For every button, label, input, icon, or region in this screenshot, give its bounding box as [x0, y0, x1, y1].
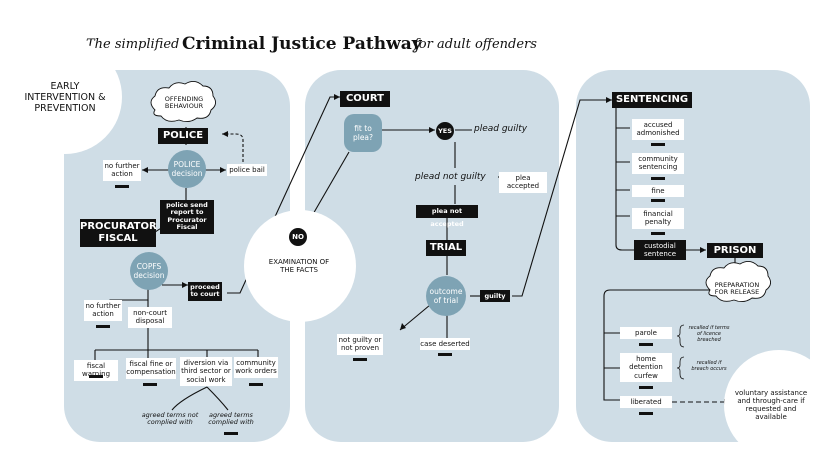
fit-to-plea-bubble: fit to plea?	[344, 114, 382, 152]
examination-label: EXAMINATION OF THE FACTS	[268, 258, 330, 275]
liberated: liberated	[620, 396, 672, 409]
plea-accepted: plea accepted	[499, 172, 547, 193]
line-sentencing-branches	[616, 127, 630, 217]
police-no-further-action: no further action	[103, 160, 141, 181]
police-send-report: police send report to Procurator Fiscal	[160, 200, 214, 234]
fiscal-option-0: fiscal warning	[74, 360, 118, 381]
police-bail: police bail	[227, 164, 267, 177]
outcome-marker	[651, 232, 665, 235]
no-badge: NO	[289, 228, 307, 246]
prison-header: PRISON	[707, 243, 763, 258]
outcome-marker	[639, 343, 653, 346]
line-sentencing-trunk	[615, 108, 634, 251]
line-options	[94, 326, 259, 360]
page-title: Criminal Justice Pathway	[182, 34, 422, 54]
outcome-marker	[115, 185, 129, 188]
title-post: for adult offenders	[414, 37, 537, 52]
fiscal-no-further-action: no further action	[84, 300, 122, 321]
outcome-marker	[639, 412, 653, 415]
fiscal-option-1: fiscal fine or compensation	[126, 358, 176, 379]
terms-complied: agreed terms complied with	[208, 411, 254, 427]
guilty-badge: guilty	[480, 290, 510, 302]
line-not-complied	[171, 386, 208, 411]
outcome-marker	[438, 353, 452, 356]
preparation-cloud	[705, 261, 771, 303]
line-ng	[399, 304, 431, 331]
outcome-marker	[89, 375, 103, 378]
sentence-option-2: fine	[632, 185, 684, 198]
preparation-for-release: PREPARATION FOR RELEASE	[714, 281, 760, 297]
brace-home	[676, 356, 685, 380]
parole-note: recalled if terms of licence breached	[688, 325, 730, 343]
case-deserted: case deserted	[420, 338, 470, 351]
outcome-marker	[639, 386, 653, 389]
line-prep-trunk	[603, 289, 712, 401]
home-detention-curfew: home detention curfew	[620, 353, 672, 383]
sentence-option-3: financial penalty	[632, 208, 684, 229]
outcome-marker	[143, 383, 157, 386]
outcome-marker	[651, 199, 665, 202]
brace-parole	[676, 324, 685, 348]
fiscal-option-3: community work orders	[234, 357, 278, 378]
police-header: POLICE	[158, 128, 208, 144]
title-pre: The simplified	[86, 37, 180, 52]
line-to-sentencing	[512, 99, 612, 297]
outcome-marker	[353, 358, 367, 361]
yes-badge: YES	[436, 122, 454, 140]
sentence-option-0: accused admonished	[632, 119, 684, 140]
offending-cloud	[150, 81, 216, 123]
custodial-sentence: custodial sentence	[634, 240, 686, 261]
plead-guilty: plead guilty	[474, 124, 528, 134]
line-complied	[206, 386, 229, 411]
outcome-marker	[249, 383, 263, 386]
outcome-marker	[96, 325, 110, 328]
non-court-disposal: non-court disposal	[128, 307, 172, 328]
proceed-to-court: proceed to court	[188, 282, 222, 301]
voluntary-assistance-circle: voluntary assistance and through-care if…	[724, 350, 820, 460]
copfs-decision-bubble: COPFS decision	[130, 252, 168, 290]
fiscal-option-2: diversion via third sector or social wor…	[180, 357, 232, 387]
terms-not-complied: agreed terms not complied with	[141, 411, 199, 427]
police-decision-bubble: POLICE decision	[168, 150, 206, 188]
sentence-option-1: community sentencing	[632, 153, 684, 174]
early-intervention-circle: EARLY INTERVENTION & PREVENTION	[8, 40, 122, 154]
line-prep-branches	[604, 332, 620, 369]
outcome-marker	[651, 177, 665, 180]
line-bail-return	[222, 133, 244, 162]
outcome-of-trial-bubble: outcome of trial	[426, 276, 466, 316]
plead-not-guilty: plead not guilty	[415, 172, 486, 182]
sentencing-header: SENTENCING	[612, 92, 692, 108]
court-header: COURT	[340, 91, 390, 107]
outcome-marker	[224, 432, 238, 435]
parole: parole	[620, 327, 672, 340]
trial-header: TRIAL	[426, 240, 466, 256]
home-note: recalled if breach occurs	[691, 360, 727, 372]
not-guilty-or-not-proven: not guilty or not proven	[337, 334, 383, 355]
outcome-marker	[651, 143, 665, 146]
offending-behaviour-label: OFFENDING BEHAVIOUR	[164, 95, 204, 111]
plea-not-accepted: plea not accepted	[416, 205, 478, 228]
procurator-fiscal-header: PROCURATOR FISCAL	[80, 219, 157, 247]
